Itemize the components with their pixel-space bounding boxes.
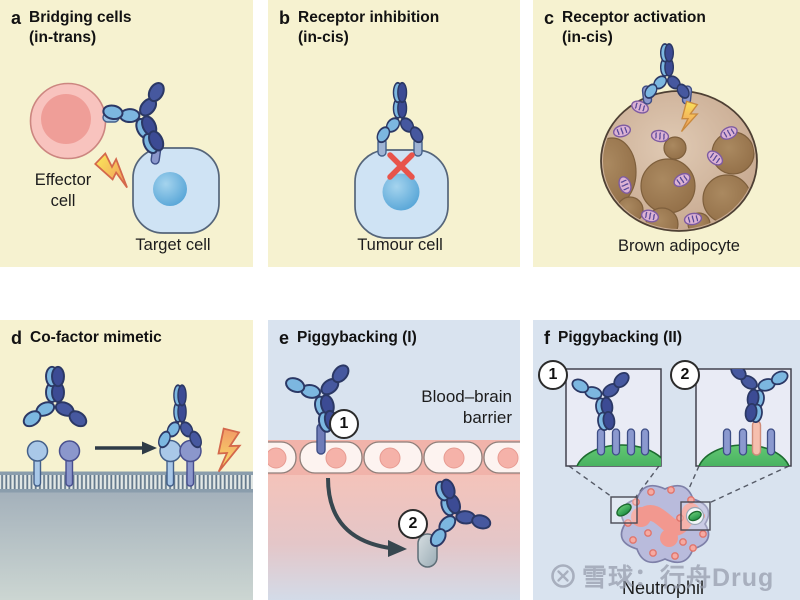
antibody-icon	[21, 367, 89, 429]
panel-title-text: Receptor activation (in-cis)	[562, 9, 706, 46]
panel-d-artwork	[0, 320, 253, 600]
lipid-droplets	[603, 131, 755, 229]
neutrophil-cell	[620, 484, 710, 564]
panel-e-artwork	[268, 359, 520, 600]
panel-letter: b	[279, 8, 290, 28]
receptor-right-free	[58, 440, 81, 487]
step-2-badge: 2	[398, 509, 428, 539]
brain-side-gradient	[268, 475, 520, 600]
cytoplasm	[0, 492, 253, 600]
antibody-icon	[375, 83, 425, 145]
panel-c-artwork	[600, 0, 758, 232]
transcytosis-arrow	[326, 477, 407, 557]
step-2-badge: 2	[670, 360, 700, 390]
endothelial-cells	[268, 441, 520, 474]
inset-box-1	[565, 368, 662, 467]
effector-cell-inner	[41, 94, 91, 144]
watermark: 雪球：行舟Drug	[550, 558, 774, 594]
panel-f-piggybacking-2: f Piggybacking (II)	[533, 320, 800, 600]
panel-b-artwork	[354, 0, 449, 239]
antibody-icon	[157, 385, 203, 450]
panel-title-text: Receptor inhibition (in-cis)	[298, 9, 440, 46]
receptor-left-free	[26, 440, 49, 487]
arrow-right	[95, 441, 157, 455]
panel-letter: a	[11, 8, 22, 28]
panel-b-receptor-inhibition: b Receptor inhibition (in-cis) Tumour ce…	[268, 0, 520, 267]
green-granule	[616, 503, 632, 517]
effector-cell-label: Effector cell	[34, 171, 92, 210]
step-1-badge: 1	[329, 409, 359, 439]
panel-title-text: Piggybacking (I)	[297, 329, 417, 346]
panel-d-title: d Co-factor mimetic	[11, 328, 162, 348]
panel-letter: d	[11, 328, 22, 348]
adipocyte-label: Brown adipocyte	[618, 237, 740, 255]
panel-c-receptor-activation: c Receptor activation (in-cis)	[533, 0, 800, 267]
bbb-label: Blood–brain barrier	[421, 387, 512, 427]
panel-letter: e	[279, 328, 290, 348]
red-cross-icon	[387, 152, 415, 180]
panel-a-title: a Bridging cells (in-trans)	[11, 8, 132, 48]
panel-a-artwork	[29, 76, 220, 234]
neutrophil-label: Neutrophil	[621, 578, 705, 598]
panel-b-title: b Receptor inhibition (in-cis)	[279, 8, 439, 48]
panel-d-cofactor-mimetic: d Co-factor mimetic	[0, 320, 253, 600]
membrane-zoom-square-1	[610, 496, 638, 524]
panel-letter: f	[544, 328, 550, 348]
membrane-edge-bottom	[0, 489, 253, 493]
neutrophil-nucleus	[635, 505, 698, 536]
target-cell-nucleus	[153, 172, 187, 206]
target-cell-label: Target cell	[135, 236, 211, 254]
panel-title-text: Co-factor mimetic	[30, 329, 162, 346]
watermark-text: 雪球：行舟Drug	[582, 564, 775, 592]
membrane-edge-top	[0, 471, 253, 475]
xueqiu-logo-icon	[551, 564, 575, 588]
panel-e-piggybacking-1: e Piggybacking (I)	[268, 320, 520, 600]
tumour-cell-nucleus	[382, 173, 420, 211]
peptide-stalk	[751, 420, 762, 456]
panel-a-bridging-cells: a Bridging cells (in-trans) Effector cel…	[0, 0, 253, 267]
panel-f-title: f Piggybacking (II)	[544, 328, 682, 348]
panel-e-title: e Piggybacking (I)	[279, 328, 417, 348]
lightning-bolt-icon	[216, 427, 242, 475]
panel-title-text: Piggybacking (II)	[558, 329, 683, 346]
receptor-pegs	[722, 428, 776, 456]
membrane-zoom-square-2	[680, 501, 711, 531]
tumour-cell-label: Tumour cell	[357, 236, 443, 254]
inset-box-2	[695, 368, 792, 467]
panel-letter: c	[544, 8, 555, 28]
panel-c-title: c Receptor activation (in-cis)	[544, 8, 706, 48]
panel-title-text: Bridging cells (in-trans)	[29, 9, 132, 46]
dashed-connectors	[568, 465, 790, 504]
green-granule	[688, 510, 702, 522]
panel-f-artwork	[565, 368, 792, 564]
step-1-badge: 1	[538, 360, 568, 390]
receptor-pegs	[596, 428, 650, 456]
